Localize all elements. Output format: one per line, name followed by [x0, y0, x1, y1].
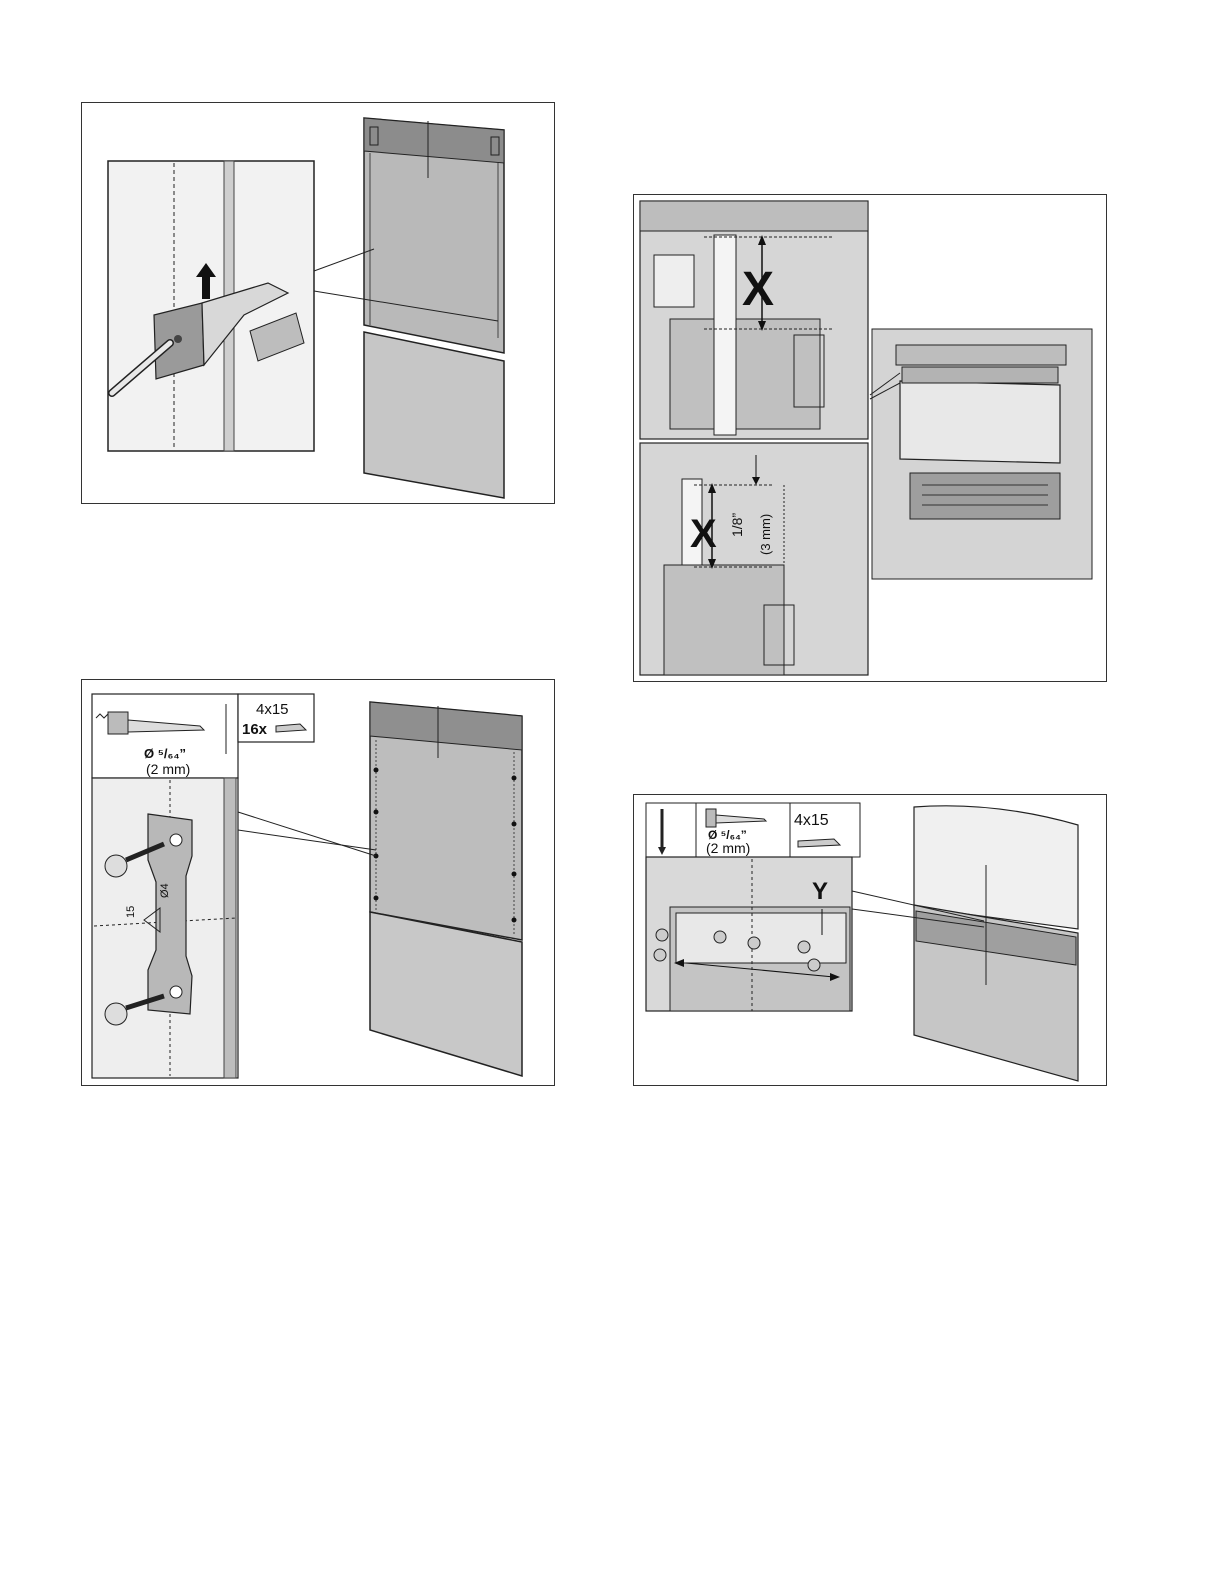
appliance-overview [870, 329, 1092, 579]
figure-3-illustration: X X 1/8” (3 mm) [634, 195, 1106, 681]
drill-metric-text: (2 mm) [706, 840, 750, 856]
bracket-mark-15: 15 [125, 906, 137, 918]
measurement-inset-top [640, 201, 868, 439]
bracket-detail-inset [92, 778, 238, 1078]
figure-2-panel: Ø ⁵/₆₄” (2 mm) 4x15 16x 15 Ø4 [81, 679, 555, 1086]
measurement-y-label: Y [812, 878, 828, 905]
drill-diameter-text: Ø ⁵/₆₄” [144, 746, 186, 761]
measurement-x-top: X [742, 263, 774, 316]
figure-2-illustration: Ø ⁵/₆₄” (2 mm) 4x15 16x 15 Ø4 [82, 680, 554, 1085]
screw-spec-text: 4x15 [256, 701, 289, 718]
upper-door-panel [364, 118, 504, 353]
measurement-inset-bottom [640, 443, 868, 675]
figure-4-panel: Ø ⁵/₆₄” (2 mm) 4x15 Y [633, 794, 1107, 1086]
screw-count-text: 16x [242, 721, 268, 738]
measurement-x-bottom: X [690, 512, 717, 556]
detail-inset [108, 161, 314, 451]
screw-spec-text: 4x15 [794, 812, 829, 829]
drill-metric-text: (2 mm) [146, 761, 190, 777]
bracket-mark-diameter: Ø4 [159, 883, 171, 898]
figure-4-illustration: Ø ⁵/₆₄” (2 mm) 4x15 Y [634, 795, 1106, 1085]
figure-3-panel: X X 1/8” (3 mm) [633, 194, 1107, 682]
figure-1-illustration [82, 103, 554, 503]
figure-1-panel [81, 102, 555, 504]
upper-door-panel [370, 702, 522, 940]
lower-door-panel [364, 332, 504, 498]
offset-metric-text: (3 mm) [758, 514, 773, 555]
lower-door-panel [370, 912, 522, 1076]
offset-imperial-text: 1/8” [729, 513, 745, 537]
